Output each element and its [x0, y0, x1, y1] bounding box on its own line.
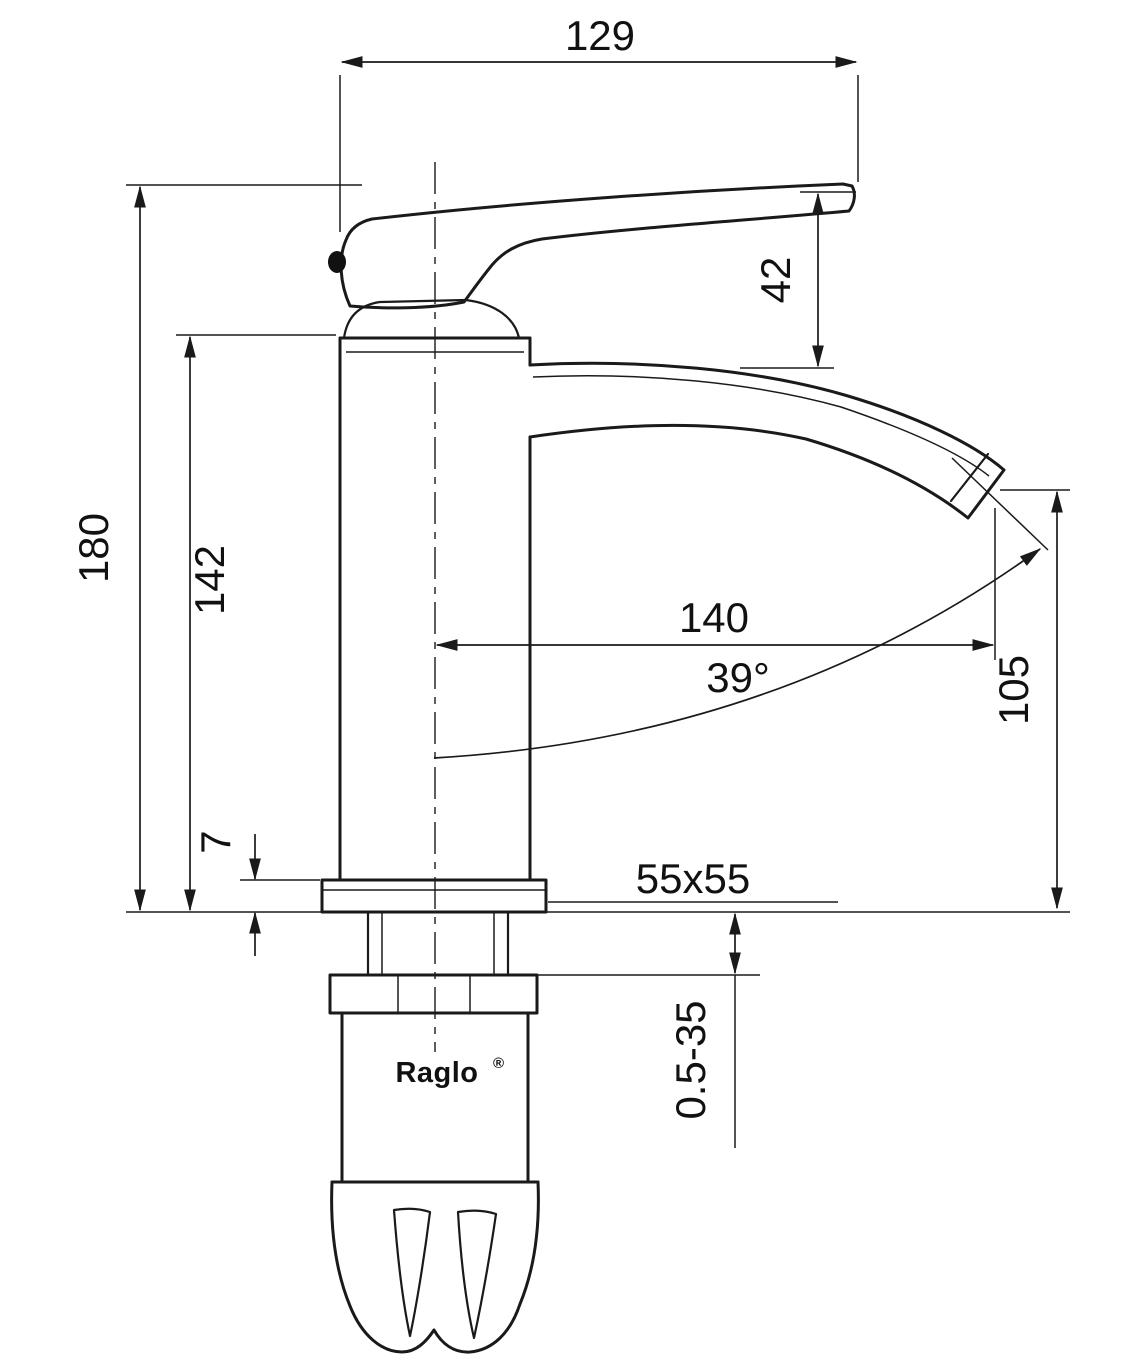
dimension-mounting-thickness: 0.5-35: [537, 912, 760, 1148]
dimension-body-height: 142: [176, 334, 336, 912]
dim-label-flange-thickness: 7: [192, 830, 239, 853]
spout-inner-contour: [532, 375, 990, 477]
dimension-outlet-height: 105: [990, 489, 1070, 910]
dim-label-spout-angle: 39°: [706, 654, 770, 701]
grip-notch-left: [392, 1207, 432, 1338]
dim-label-base-plate: 55x55: [636, 855, 750, 902]
spout: [528, 361, 1006, 520]
faucet-outline: Raglo ®: [320, 182, 1006, 1354]
mounting-nut: [328, 973, 539, 1015]
dimension-handle-height: 42: [740, 191, 856, 369]
dimension-total-height: 180: [70, 184, 1070, 913]
dimension-spout-angle: 39°: [433, 457, 1049, 759]
dimension-base-plate: 55x55: [548, 855, 838, 903]
base-flange: [320, 878, 548, 914]
angle-arc: [433, 548, 1042, 759]
dim-label-handle-height: 42: [752, 257, 799, 304]
dimension-spout-reach: 140: [435, 508, 996, 660]
grip-notch-right: [456, 1209, 498, 1340]
dim-label-outlet-height: 105: [990, 655, 1037, 725]
temperature-indicator-button: [328, 251, 346, 273]
dimension-flange-thickness: 7: [192, 830, 320, 956]
aerator-line: [949, 452, 990, 503]
registered-mark: ®: [493, 1055, 504, 1072]
dim-label-top-width: 129: [565, 12, 635, 59]
brand-label: Raglo: [395, 1057, 478, 1089]
dim-label-body-height: 142: [186, 545, 233, 615]
dim-label-spout-reach: 140: [679, 594, 749, 641]
dimension-top-width: 129: [339, 12, 859, 232]
angle-reference-line: [951, 457, 1049, 551]
dim-label-mounting-thickness: 0.5-35: [667, 1000, 714, 1119]
dim-label-total-height: 180: [70, 513, 117, 583]
bottom-grip: [330, 1180, 540, 1354]
lever-handle: [339, 182, 856, 310]
